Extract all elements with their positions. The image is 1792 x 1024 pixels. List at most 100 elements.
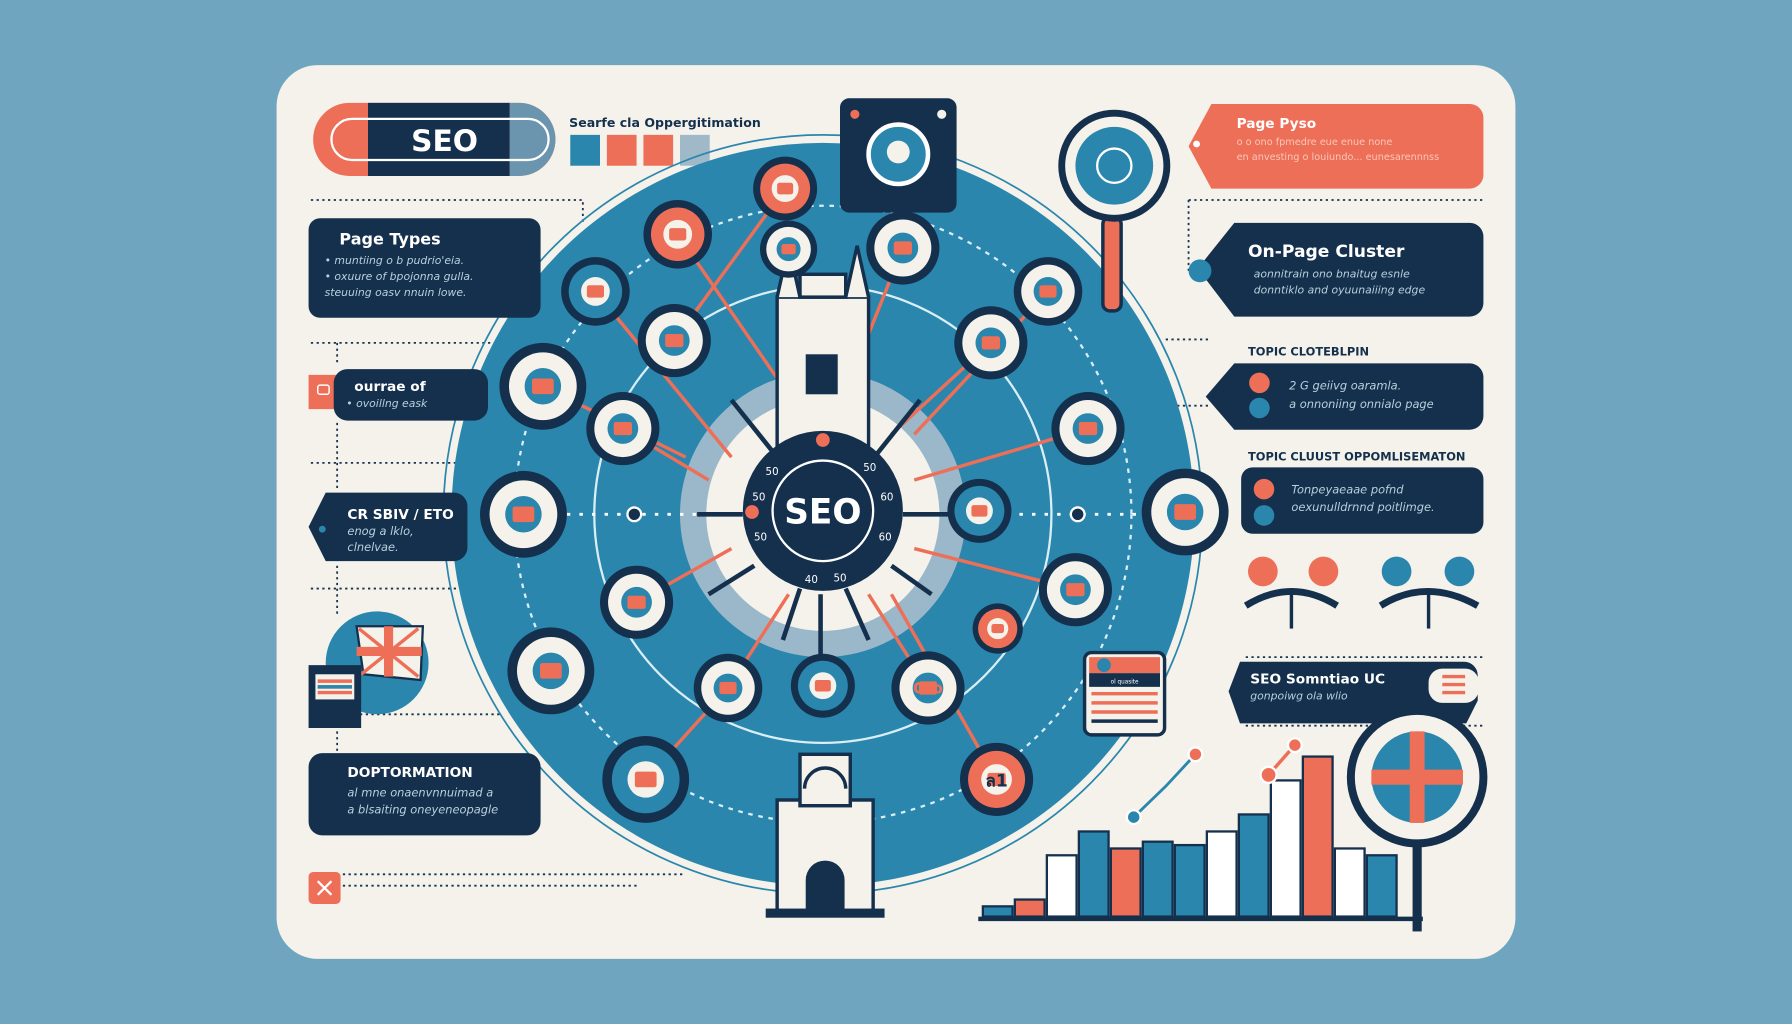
card-text: • muntiing o b pudrio'eia. xyxy=(325,254,465,267)
left-card-optimization: DOPTORMATION al mne onaenvnnuimad a a bl… xyxy=(308,753,541,836)
left-card-cr-seo: CR SBIV / ETO enog a lklo, clnelvae. xyxy=(308,492,468,562)
topic-node xyxy=(954,306,1028,380)
topic-node xyxy=(1141,468,1229,556)
mini-card-label: ol quasite xyxy=(1111,679,1139,685)
seo-badge-label: SEO xyxy=(411,124,478,159)
ring-label: 50 xyxy=(833,573,846,585)
topic-node xyxy=(600,565,674,639)
uk-magnifier-icon xyxy=(1346,706,1488,932)
topic-node xyxy=(637,304,711,378)
card-text: aonnitrain ono bnaitug esnle xyxy=(1254,268,1410,281)
seo-badge: SEO xyxy=(313,102,556,176)
topic-node xyxy=(643,200,712,269)
right-card-on-page-cluster: On-Page Cluster aonnitrain ono bnaitug e… xyxy=(1188,222,1484,317)
card-text: Tonpeyaeaae pofnd xyxy=(1291,483,1404,497)
ring-label: 50 xyxy=(754,531,767,543)
section-heading: TOPIC CLUUST OPPOMLISEMATON xyxy=(1248,450,1465,464)
card-text: gonpoiwg ola wlio xyxy=(1250,689,1348,702)
bar xyxy=(1077,830,1110,918)
bar xyxy=(1045,854,1078,918)
card-text: a onnoniing onnialo page xyxy=(1289,397,1434,411)
bar-chart xyxy=(981,755,1398,918)
topic-node xyxy=(693,653,763,723)
card-text: o o ono fpmedre eue enue none xyxy=(1237,137,1393,148)
ring-label: 40 xyxy=(805,574,818,586)
card-title: CR SBIV / ETO xyxy=(347,507,453,523)
topic-node xyxy=(866,211,940,285)
topic-node xyxy=(1013,257,1083,326)
bar xyxy=(1301,755,1334,918)
uk-flag-illustration xyxy=(308,611,429,728)
topic-node xyxy=(753,156,818,221)
card-text: enog a lklo, xyxy=(347,524,413,538)
card-text: • oxuure of bpojonna gulla. xyxy=(325,270,474,283)
card-text: 2 G geiivg oaramla. xyxy=(1289,379,1401,393)
right-card-topic-cluster: 2 G geiivg oaramla. a onnoniing onnialo … xyxy=(1205,363,1484,430)
people-icons xyxy=(1243,556,1480,629)
node-label: ล1 xyxy=(985,771,1007,791)
bar xyxy=(1013,898,1046,918)
topic-node xyxy=(586,392,660,466)
topic-node xyxy=(891,651,965,725)
ring-label: 50 xyxy=(766,466,779,478)
color-swatch xyxy=(643,134,674,166)
castle-illustration xyxy=(765,752,885,918)
bar xyxy=(1333,847,1366,918)
card-title: DOPTORMATION xyxy=(347,765,472,781)
topic-node xyxy=(507,627,595,715)
left-card-page-types: Page Types • muntiing o b pudrio'eia. • … xyxy=(308,218,541,318)
topic-node xyxy=(499,342,587,430)
node-label: Olo xyxy=(913,679,943,698)
topic-node xyxy=(1051,392,1125,466)
card-text: • ovoillng eask xyxy=(346,397,428,410)
mini-dashboard-card: ol quasite xyxy=(1082,650,1167,737)
card-text: a blsaiting oneyeneopagle xyxy=(347,803,498,817)
right-card-page-pyso: Page Pyso o o ono fpmedre eue enue none … xyxy=(1188,104,1484,189)
bar xyxy=(1269,779,1302,918)
seo-hub-label: SEO xyxy=(784,492,861,532)
topic-node xyxy=(790,653,855,718)
bar xyxy=(1109,847,1142,918)
card-title: ourrae of xyxy=(354,379,426,395)
bar xyxy=(1141,840,1174,918)
topic-node xyxy=(561,257,630,326)
bar xyxy=(1365,854,1398,918)
camera-icon xyxy=(840,98,957,213)
tower-illustration xyxy=(775,245,871,448)
topic-node xyxy=(760,220,818,278)
trend-line xyxy=(1125,737,1303,826)
bar xyxy=(1237,813,1270,918)
card-text: en anvesting o louiundo... eunesarennnss xyxy=(1237,152,1440,163)
topic-node xyxy=(480,470,567,558)
topic-node xyxy=(1038,553,1112,627)
topic-node xyxy=(947,478,1012,543)
card-title: Page Pyso xyxy=(1237,116,1317,132)
card-title: On-Page Cluster xyxy=(1248,242,1405,262)
bar xyxy=(981,905,1014,918)
magnifier-icon xyxy=(1058,109,1171,313)
card-text: donntiklo and oyuunaiiing edge xyxy=(1254,284,1426,297)
left-card-course: ourrae of • ovoillng eask xyxy=(308,369,488,421)
card-text: al mne onaenvnnuimad a xyxy=(347,786,493,800)
header-subtitle: Searfe cla Oppergitimation xyxy=(569,115,761,130)
card-title: SEO Somntiao UC xyxy=(1250,671,1385,687)
card-title: Page Types xyxy=(339,230,440,249)
section-heading: TOPIC CLOTEBLPIN xyxy=(1248,344,1369,358)
ring-label: 60 xyxy=(880,492,893,504)
ring-label: 60 xyxy=(879,531,892,543)
bar xyxy=(1205,830,1238,918)
color-swatches xyxy=(570,134,710,166)
topic-node xyxy=(960,742,1034,816)
ring-label: 50 xyxy=(863,462,876,474)
card-text: steuuing oasv nnuin lowe. xyxy=(325,286,467,299)
bar xyxy=(1173,843,1206,918)
right-card-topic-cluster-optimization: Tonpeyaeaae pofnd oexunulldrnnd poitlimg… xyxy=(1241,467,1484,534)
spokes xyxy=(697,398,949,663)
topic-node xyxy=(972,603,1023,654)
color-swatch xyxy=(570,134,600,166)
color-swatch xyxy=(606,134,637,166)
close-box-icon xyxy=(308,872,341,904)
topic-nodes xyxy=(480,156,1229,823)
